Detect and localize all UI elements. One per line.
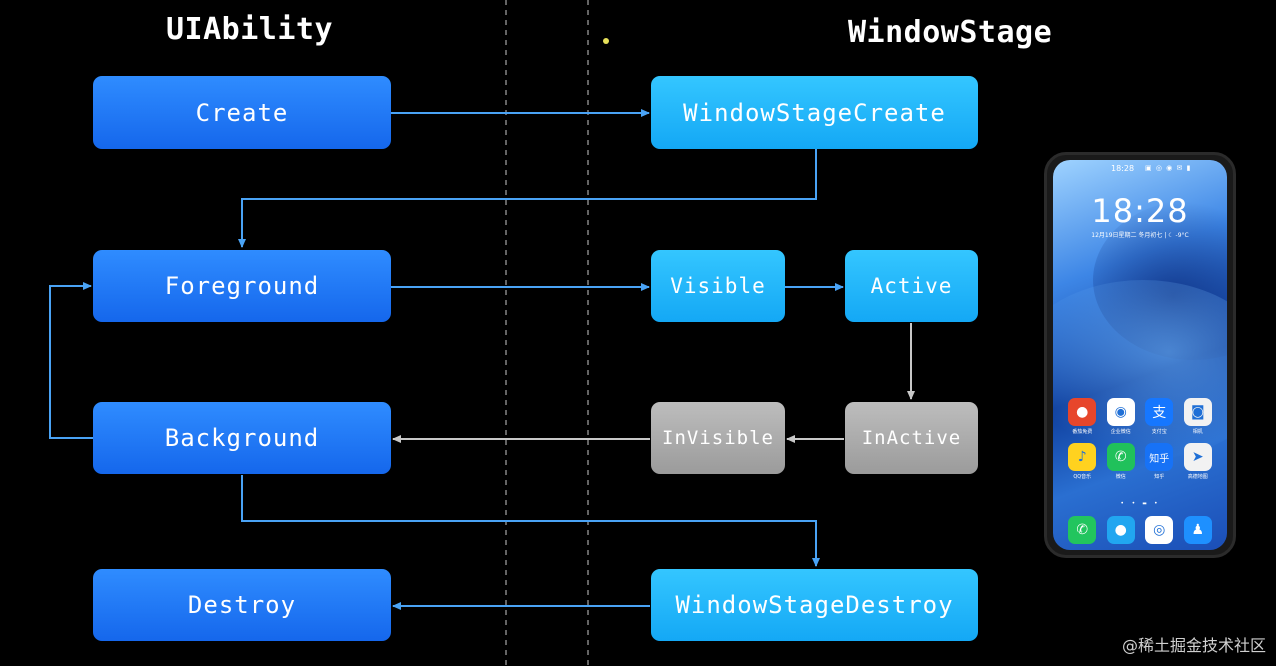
lockscreen-date: 12月19日星期二 冬月初七 | ☾ -9°C [1091, 232, 1189, 239]
app-tile[interactable]: 知乎知乎 [1140, 443, 1179, 480]
app-dock: ✆ ● ◎ ♟ [1063, 516, 1217, 544]
node-windowstagecreate: WindowStageCreate [651, 76, 978, 149]
cursor-dot [603, 38, 609, 44]
node-create: Create [93, 76, 391, 149]
dock-app-icon: ● [1106, 516, 1135, 544]
phone-screen: 18:28 ▣ ◎ ◉ ✉ ▮ 18:28 12月19日星期二 冬月初七 | ☾… [1053, 160, 1227, 550]
app-icon: ✆ [1106, 443, 1135, 471]
node-active: Active [845, 250, 978, 322]
app-icon: ♪ [1068, 443, 1097, 471]
app-label: 知乎 [1154, 474, 1165, 480]
heading-windowstage: WindowStage [848, 15, 1053, 50]
app-grid: ●番茄免费◉企业微信支支付宝◙相机♪QQ音乐✆微信知乎知乎➤高德地图 [1063, 398, 1217, 480]
status-time: 18:28 [1111, 164, 1135, 173]
watermark: @稀土掘金技术社区 [1121, 636, 1266, 655]
app-label: 微信 [1115, 474, 1126, 480]
app-label: 支付宝 [1151, 429, 1167, 435]
app-icon: 知乎 [1145, 443, 1174, 471]
app-tile[interactable]: ● 番茄免费 [1063, 398, 1102, 435]
wallpaper-shape [1053, 280, 1227, 460]
app-label: 企业微信 [1110, 429, 1131, 435]
dock-app-icon: ◎ [1145, 516, 1174, 544]
node-inactive: InActive [845, 402, 978, 474]
node-foreground: Foreground [93, 250, 391, 322]
app-icon: ● [1068, 398, 1097, 426]
arrow-background-to-foreground [49, 282, 93, 439]
node-destroy: Destroy [93, 569, 391, 641]
app-icon: 支 [1145, 398, 1174, 426]
app-icon: ◉ [1106, 398, 1135, 426]
app-tile[interactable]: 支支付宝 [1140, 398, 1179, 435]
lockscreen-clock: 18:28 [1091, 192, 1189, 230]
app-label: QQ音乐 [1073, 474, 1092, 480]
app-label: 相机 [1192, 429, 1203, 435]
node-visible: Visible [651, 250, 785, 322]
page-indicator: • • ▬ • [1120, 500, 1160, 507]
app-tile[interactable]: ♪ QQ音乐 [1063, 443, 1102, 480]
dock-app-icon: ✆ [1068, 516, 1097, 544]
app-icon: ➤ [1183, 443, 1212, 471]
phone-mockup: 18:28 ▣ ◎ ◉ ✉ ▮ 18:28 12月19日星期二 冬月初七 | ☾… [1044, 152, 1236, 558]
app-label: 番茄免费 [1072, 429, 1093, 435]
node-windowstagedestroy: WindowStageDestroy [651, 569, 978, 641]
dock-app[interactable]: ◎ [1140, 516, 1179, 544]
app-icon: ◙ [1183, 398, 1212, 426]
app-tile[interactable]: ◉ 企业微信 [1102, 398, 1141, 435]
heading-uiability: UIAbility [166, 12, 334, 47]
dock-app[interactable]: ✆ [1063, 516, 1102, 544]
dock-app[interactable]: ♟ [1179, 516, 1218, 544]
arrow-background-to-windowstagedestroy [241, 475, 820, 567]
node-background: Background [93, 402, 391, 474]
node-invisible: InVisible [651, 402, 785, 474]
app-tile[interactable]: ➤ 高德地图 [1179, 443, 1218, 480]
app-tile[interactable]: ✆ 微信 [1102, 443, 1141, 480]
app-tile[interactable]: ◙ 相机 [1179, 398, 1218, 435]
status-icons: ▣ ◎ ◉ ✉ ▮ [1145, 164, 1192, 172]
dock-app[interactable]: ● [1102, 516, 1141, 544]
arrow-windowstagecreate-to-foreground [238, 149, 817, 248]
app-label: 高德地图 [1187, 474, 1208, 480]
dock-app-icon: ♟ [1183, 516, 1212, 544]
